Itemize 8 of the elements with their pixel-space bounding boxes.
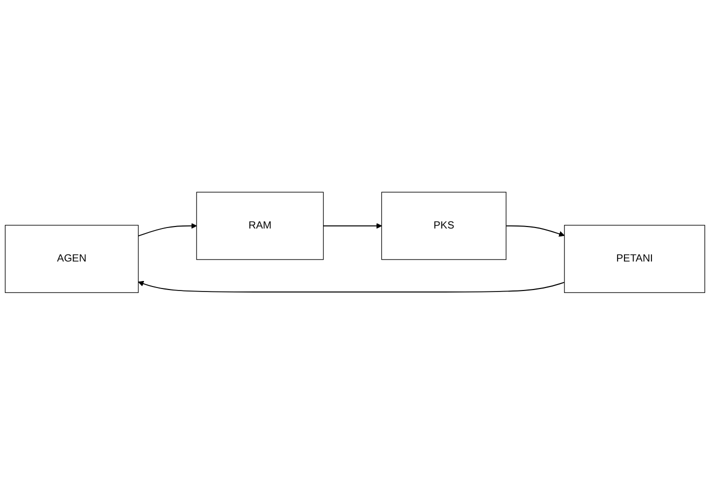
node-box: PKS [381, 191, 506, 260]
node-box: RAM [196, 191, 324, 260]
arrow [506, 224, 565, 236]
node-box: AGEN [4, 224, 139, 293]
node-box: PETANI [564, 224, 706, 293]
arrow [138, 280, 565, 292]
arrow [138, 222, 197, 236]
arrow [322, 222, 382, 228]
